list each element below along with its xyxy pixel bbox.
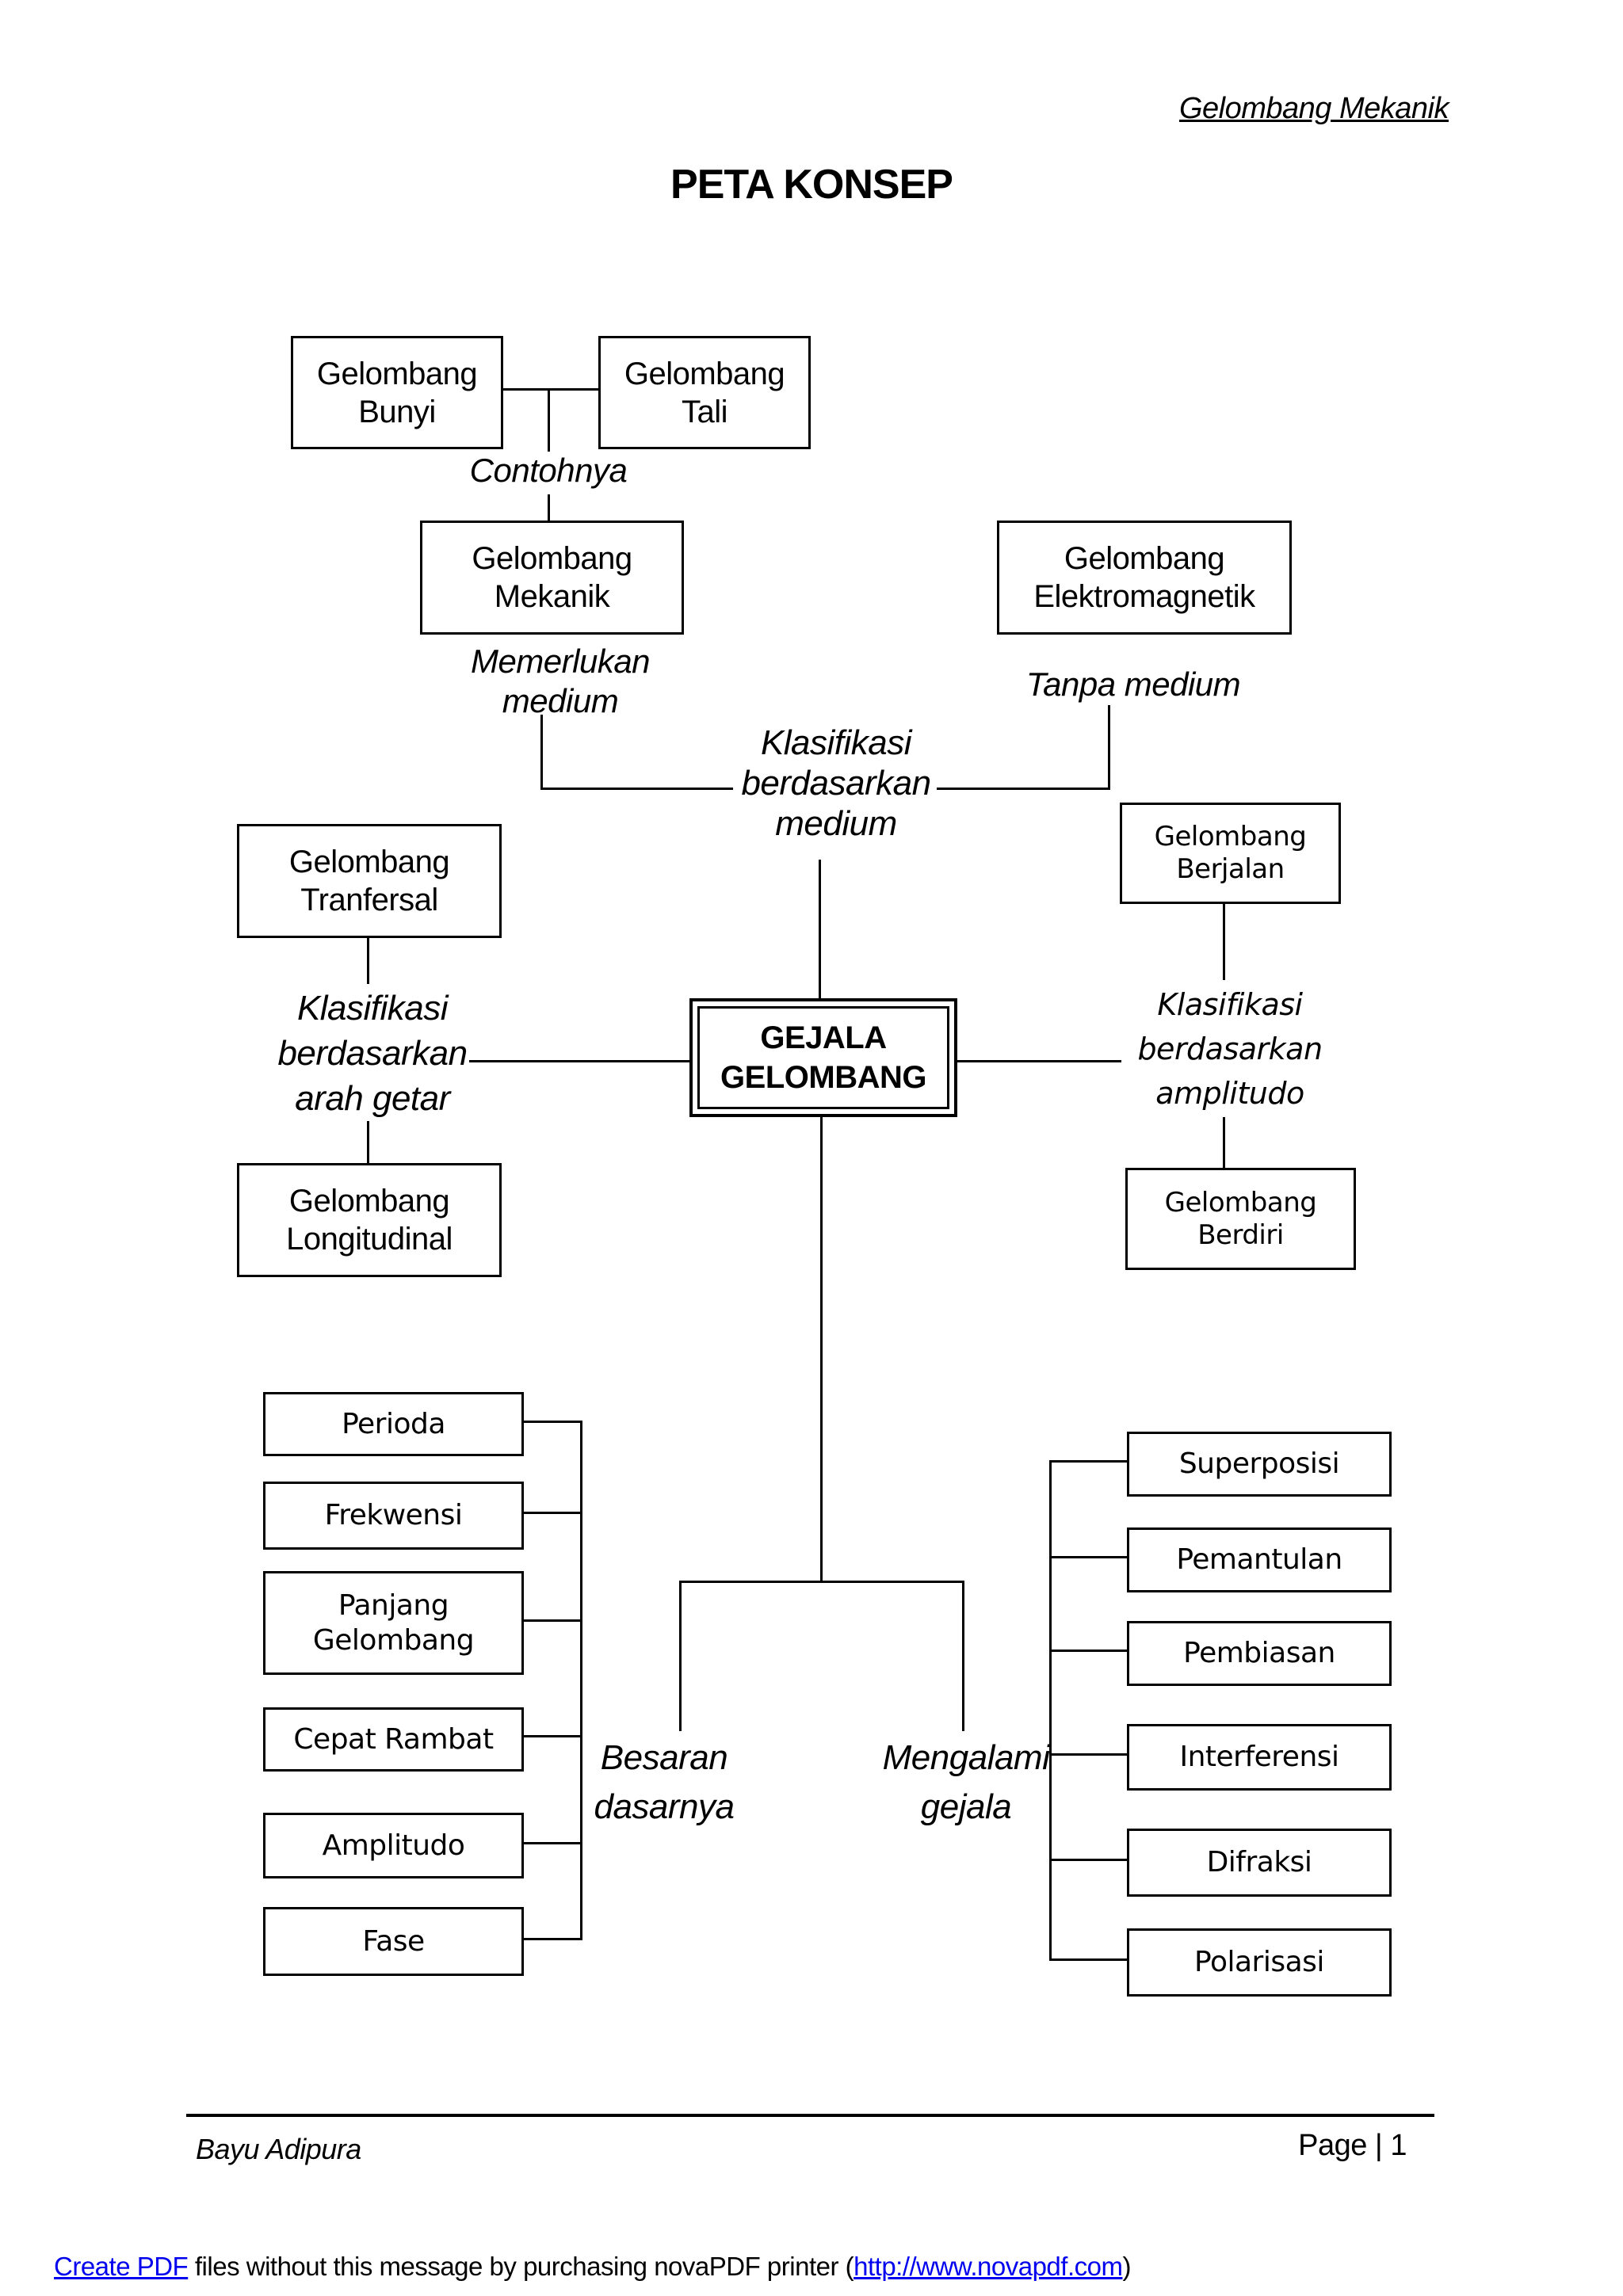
link-novapdf-url[interactable]: http://www.novapdf.com [854,2252,1123,2281]
link-create-pdf[interactable]: Create PDF [54,2252,189,2281]
connector-line [1223,1117,1225,1168]
node-interferensi: Interferensi [1127,1724,1392,1791]
connector-line [1049,1753,1127,1756]
connector-line [819,860,821,1000]
connector-line [820,1111,823,1582]
connector-line [519,1619,582,1622]
node-difraksi: Difraksi [1127,1829,1392,1897]
connector-line [519,1938,582,1940]
connector-line [519,1735,582,1737]
node-perioda: Perioda [263,1392,524,1456]
node-fase: Fase [263,1907,524,1976]
node-polarisasi: Polarisasi [1127,1928,1392,1997]
connector-line [679,1581,964,1583]
connector-line [1049,1859,1127,1861]
watermark-line: Create PDF files without this message by… [54,2252,1131,2282]
connector-line [367,1121,369,1163]
trunk-line-right [1049,1460,1052,1961]
connector-line [519,1421,582,1423]
page-title: PETA KONSEP [670,162,953,208]
watermark-text: files without this message by purchasing… [188,2252,854,2281]
doc-header-title: Gelombang Mekanik [1178,92,1449,125]
connector-line [1223,899,1225,980]
node-amplitudo: Amplitudo [263,1813,524,1878]
connector-line [519,1842,582,1844]
watermark-text: ) [1122,2252,1131,2281]
connector-line [367,933,369,984]
connector-line [951,1060,1121,1062]
node-pemantulan: Pemantulan [1127,1527,1392,1592]
connector-line [548,494,550,523]
node-pembiasan: Pembiasan [1127,1621,1392,1686]
connector-line [1108,705,1110,790]
connector-line [540,715,543,790]
label-tanpa-medium: Tanpa medium [1025,666,1241,703]
connector-line [519,1512,582,1514]
node-frekwensi: Frekwensi [263,1482,524,1550]
connector-line [1049,1958,1127,1961]
connector-line [937,788,1110,790]
connector-line [1049,1556,1127,1558]
connector-line [1049,1650,1127,1652]
label-contohnya: Contohnya [469,452,628,489]
node-superposisi: Superposisi [1127,1432,1392,1497]
connector-line [469,1060,689,1062]
footer-author: Bayu Adipura [196,2133,361,2165]
connector-line [1049,1460,1127,1463]
connector-line [962,1581,964,1731]
node-cepat-rambat: Cepat Rambat [263,1707,524,1772]
connector-line [548,388,550,452]
footer-rule [186,2114,1434,2117]
connector-line [679,1581,682,1731]
trunk-line-left [580,1421,582,1940]
connector-line [540,788,733,790]
footer-page-number: Page | 1 [1298,2129,1407,2162]
